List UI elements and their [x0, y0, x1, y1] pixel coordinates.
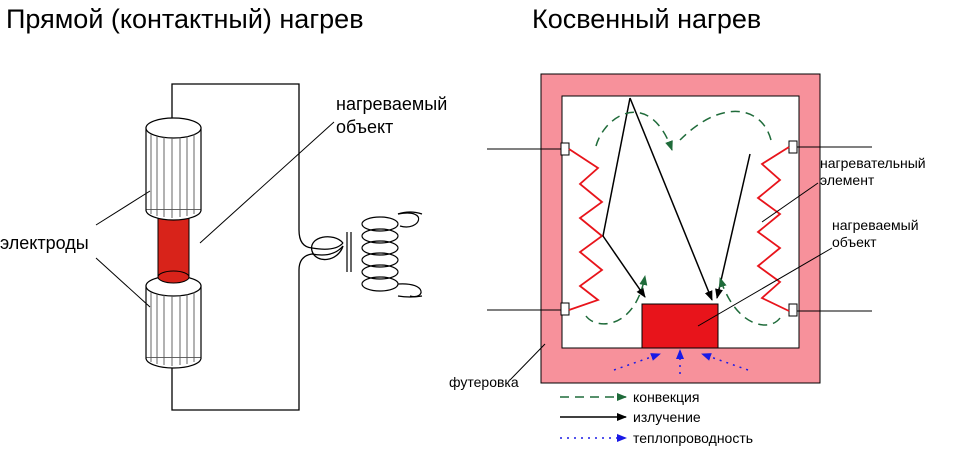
wire-loop — [311, 236, 344, 261]
conduction-arrows — [613, 349, 749, 374]
legend-convection-label: конвекция — [633, 389, 699, 405]
circuit-wire-return — [171, 245, 344, 411]
electrode-lower — [145, 270, 202, 369]
label-heated-object: нагреваемый — [336, 94, 447, 114]
furnace-lining — [540, 73, 821, 384]
legend-radiation-label: излучение — [633, 409, 701, 425]
leader-line — [509, 343, 546, 381]
title-direct: Прямой (контактный) нагрев — [6, 4, 364, 34]
indirect-heating-diagram: нагревательный элемент нагреваемый объек… — [449, 73, 926, 390]
circuit-wire — [171, 83, 344, 250]
label-lining: футеровка — [449, 374, 519, 390]
heating-element-left — [568, 148, 604, 311]
radiation-arrows — [602, 97, 751, 301]
heated-object-block — [641, 303, 719, 349]
direct-heating-diagram: нагреваемый объект электроды — [0, 83, 447, 411]
label-electrodes: электроды — [0, 233, 89, 253]
label-heated-object: нагреваемый — [832, 217, 919, 233]
title-indirect: Косвенный нагрев — [532, 4, 761, 34]
leader-line — [761, 182, 819, 223]
convection-arrows — [585, 110, 781, 326]
electrode-upper — [145, 117, 202, 221]
terminal — [788, 303, 798, 317]
label-heated-object: объект — [832, 234, 877, 250]
leader-line — [199, 121, 335, 244]
legend: конвекция излучение теплопроводность — [560, 389, 753, 446]
legend-conduction-label: теплопроводность — [633, 430, 753, 446]
leader-line — [95, 190, 151, 226]
leader-line — [697, 247, 833, 327]
terminal — [560, 142, 570, 156]
label-heating-element: нагревательный — [820, 155, 926, 171]
leader-line — [95, 257, 151, 308]
terminal — [560, 302, 570, 316]
terminal — [788, 140, 798, 154]
heating-element-right — [756, 146, 790, 312]
label-heating-element: элемент — [820, 172, 875, 188]
transformer-coil — [361, 211, 423, 298]
label-heated-object: объект — [336, 117, 393, 137]
